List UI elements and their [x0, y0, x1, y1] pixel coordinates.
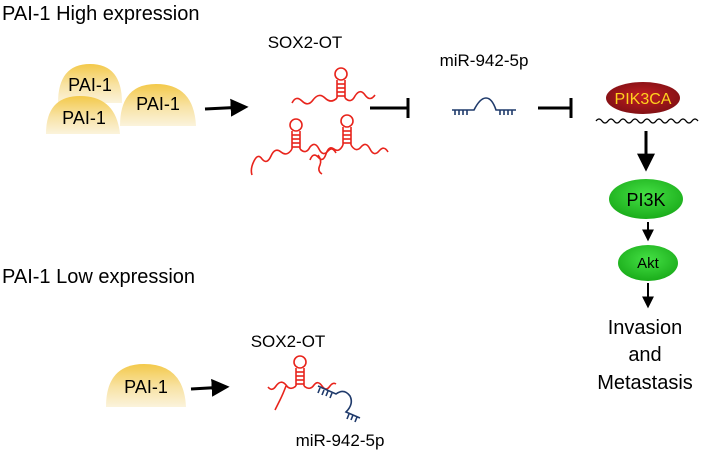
pai1-blob-low: [106, 364, 186, 407]
mirna-low: [317, 385, 361, 423]
outcome-line-1: Invasion: [608, 317, 683, 339]
mir-label-high: miR-942-5p: [440, 51, 529, 70]
pik3ca-node: [606, 82, 680, 114]
pi3k-node: [609, 179, 683, 219]
pik3ca-label: PIK3CA: [615, 91, 672, 108]
pai1-blob-3: [120, 84, 196, 126]
akt-node: [618, 245, 678, 281]
pik3ca-mrna-strand: [595, 118, 699, 124]
pai1-cluster: PAI-1 PAI-1 PAI-1: [46, 64, 196, 134]
sox2ot-label-low: SOX2-OT: [251, 332, 326, 351]
arrow-pai1-to-sox2ot-low: [190, 378, 230, 397]
pai1-label-2: PAI-1: [62, 108, 106, 128]
sox2ot-lncrna-low: [267, 355, 337, 411]
arrow-pai1-to-sox2ot: [204, 98, 249, 117]
outcome-line-2: and: [628, 344, 661, 366]
pi3k-label: PI3K: [626, 190, 665, 210]
mirna-high: [452, 97, 516, 115]
sox2ot-label-high: SOX2-OT: [268, 33, 343, 52]
pai1-label-low: PAI-1: [124, 377, 168, 397]
inhibit-sox2ot-to-mir: [370, 98, 410, 118]
akt-label: Akt: [637, 255, 660, 272]
sox2ot-lncrna-high: [250, 67, 389, 176]
pai1-blob-1: [58, 64, 122, 103]
pai1-blob-2: [46, 96, 120, 134]
pai1-label-1: PAI-1: [68, 75, 112, 95]
low-expression-title: PAI-1 Low expression: [2, 266, 195, 288]
inhibit-mir-to-pik3ca: [538, 98, 573, 118]
high-expression-title: PAI-1 High expression: [2, 3, 200, 25]
outcome-line-3: Metastasis: [597, 372, 693, 394]
mir-label-low: miR-942-5p: [296, 431, 385, 450]
pai1-label-3: PAI-1: [136, 94, 180, 114]
